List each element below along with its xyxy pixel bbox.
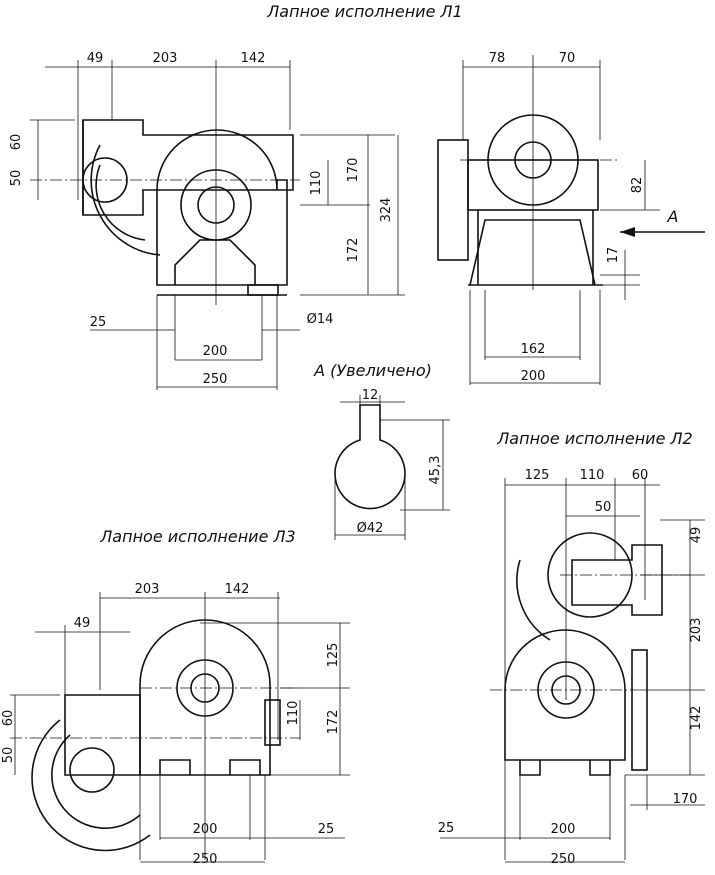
l3-view [10, 592, 350, 863]
dim-side-78: 78 [489, 51, 506, 66]
dim-l3-49: 49 [74, 616, 91, 631]
dim-side-200: 200 [521, 369, 546, 384]
dim-l2-203: 203 [689, 618, 704, 643]
l2-view [440, 478, 705, 863]
dim-l1-172: 172 [346, 238, 361, 263]
dim-l2-110: 110 [580, 468, 605, 483]
dim-l1-324: 324 [379, 198, 394, 223]
dim-side-82: 82 [630, 177, 645, 194]
title-detail-a: А (Увеличено) [313, 361, 432, 380]
dim-detail-12: 12 [362, 388, 379, 403]
dim-l3-125: 125 [326, 643, 341, 668]
dim-l2-170: 170 [673, 792, 698, 807]
dim-l3-142: 142 [225, 582, 250, 597]
dim-detail-42: Ø42 [357, 521, 384, 536]
dim-l1-hole: Ø14 [307, 312, 334, 327]
dim-l3-203: 203 [135, 582, 160, 597]
dim-l2-60: 60 [632, 468, 649, 483]
dim-l3-25: 25 [318, 822, 335, 837]
dim-l2-142: 142 [689, 706, 704, 731]
dim-l2-250: 250 [551, 852, 576, 867]
dim-l1-250: 250 [203, 372, 228, 387]
title-l2: Лапное исполнение Л2 [496, 429, 692, 448]
dim-l2-49: 49 [689, 527, 704, 544]
dim-l3-60: 60 [1, 710, 16, 727]
dim-l2-50: 50 [595, 500, 612, 515]
detail-a-view [334, 395, 450, 540]
dim-side-17: 17 [606, 247, 621, 264]
dim-l3-172: 172 [326, 710, 341, 735]
l1-side-view [437, 55, 705, 385]
dim-l3-250: 250 [193, 852, 218, 867]
view-arrow-label: А [667, 207, 679, 226]
l1-front-view [30, 60, 405, 390]
dim-l3-200: 200 [193, 822, 218, 837]
dim-l1-203: 203 [153, 51, 178, 66]
dim-l1-60: 60 [9, 134, 24, 151]
dim-l2-200: 200 [551, 822, 576, 837]
title-l1: Лапное исполнение Л1 [266, 2, 462, 21]
dim-side-162: 162 [521, 342, 546, 357]
dim-l1-142: 142 [241, 51, 266, 66]
title-l3: Лапное исполнение Л3 [99, 527, 295, 546]
dim-side-70: 70 [559, 51, 576, 66]
dim-l2-25: 25 [438, 821, 455, 836]
dim-l2-125: 125 [525, 468, 550, 483]
dim-l3-110: 110 [286, 701, 301, 726]
dim-l3-50: 50 [1, 747, 16, 764]
dim-detail-45-3: 45,3 [428, 456, 443, 485]
dim-l1-200: 200 [203, 344, 228, 359]
dim-l1-50: 50 [9, 170, 24, 187]
dim-l1-25: 25 [90, 315, 107, 330]
dim-l1-170: 170 [346, 158, 361, 183]
dim-l1-49: 49 [87, 51, 104, 66]
dim-l1-110: 110 [309, 171, 324, 196]
